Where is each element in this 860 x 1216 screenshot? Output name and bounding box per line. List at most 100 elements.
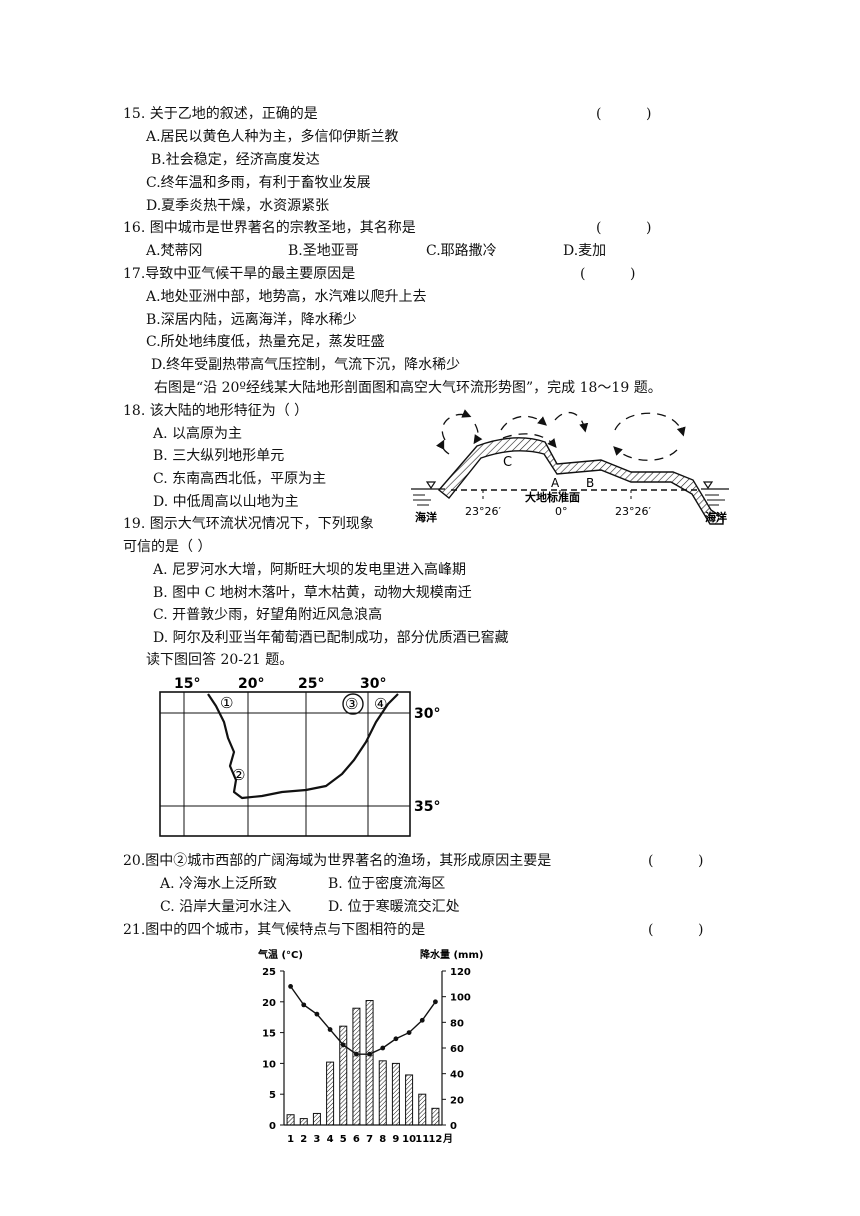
q18-option-b: B. 三大纵列地形单元 [153,448,285,464]
city-marker-3: ③ [345,695,358,713]
city-marker-2: ② [232,766,245,784]
x-tick-label: 5 [340,1134,347,1145]
intro-20-21: 读下图回答 20-21 题。 [146,652,294,668]
precip-bar [286,1114,295,1126]
profile-label-lat-left: 23°26′ [465,505,501,518]
profile-label-datum: 大地标准面 [525,490,580,504]
q17-stem: 17.导致中亚气候干旱的最主要原因是 [123,266,356,282]
q15-option-c: C.终年温和多雨，有利于畜牧业发展 [146,175,371,191]
q20-option-d: D. 位于寒暖流交汇处 [328,899,460,915]
q15-answer-paren: ( ) [596,106,652,122]
left-tick-label: 5 [269,1090,276,1101]
lon-label-25: 25° [298,676,324,692]
q18-option-d: D. 中低周高以山地为主 [153,494,299,510]
temp-point [301,1002,307,1008]
q16-option-c: C.耶路撒冷 [426,243,497,259]
temp-point [340,1042,346,1048]
precip-bar [378,1060,387,1126]
city-marker-1: ① [220,694,233,712]
precip-bar [418,1093,427,1126]
map-frame [159,691,411,837]
temp-point [367,1051,372,1057]
lat-label-35: 35° [414,799,440,815]
temp-point [314,1011,320,1017]
q18-option-a: A. 以高原为主 [153,426,243,442]
q16-option-d: D.麦加 [563,243,607,259]
q19-option-d: D. 阿尔及利亚当年葡萄酒已配制成功，部分优质酒已窖藏 [153,630,509,646]
q16-option-a: A.梵蒂冈 [146,243,203,259]
temp-point [380,1045,386,1051]
x-tick-label: 12 [428,1134,442,1145]
q19-stem-line2: 可信的是（ ） [123,539,212,555]
left-tick-label: 25 [262,967,276,978]
q19-option-a: A. 尼罗河水大增，阿斯旺大坝的发电里进入高峰期 [153,562,467,578]
x-tick-label: 1 [287,1134,294,1145]
temp-point [419,1017,425,1023]
q17-option-d: D.终年受副热带高气压控制，气流下沉，降水稀少 [151,357,461,373]
q15-stem: 15. 关于乙地的叙述，正确的是 [123,106,318,122]
left-tick-label: 10 [262,1059,276,1070]
q17-option-a: A.地处亚洲中部，地势高，水汽难以爬升上去 [146,289,427,305]
right-tick-label: 60 [450,1044,464,1055]
lon-label-30: 30° [360,676,386,692]
x-tick-label: 10 [402,1134,416,1145]
q20-option-a: A. 冷海水上泛所致 [160,876,278,892]
right-tick-label: 100 [450,993,471,1004]
precip-bar [339,1025,348,1126]
q16-stem: 16. 图中城市是世界著名的宗教圣地，其名称是 [123,220,416,236]
chart-ylabel-right: 降水量 (mm) [420,948,483,961]
temperature-line [290,985,436,1055]
profile-label-sea-left: 海洋 [415,510,437,524]
city-marker-4: ④ [374,695,387,713]
chart-ylabel-left: 气温 (°C) [257,948,303,961]
lat-label-30: 30° [414,706,440,722]
x-tick-label: 8 [379,1134,386,1145]
q17-option-b: B.深居内陆，远离海洋，降水稀少 [146,312,357,328]
q16-answer-paren: ( ) [596,220,652,236]
x-tick-label: 4 [327,1134,334,1145]
q18-stem: 18. 该大陆的地形特征为（ ） [123,403,309,419]
right-tick-label: 20 [450,1095,464,1106]
precip-bar [312,1112,321,1126]
x-tick-label: 7 [366,1134,373,1145]
q16-option-b: B.圣地亚哥 [288,243,359,259]
coastline [207,693,399,800]
profile-label-lat-right: 23°26′ [615,505,651,518]
profile-label-lat-mid: 0° [555,505,568,518]
right-tick-label: 80 [450,1018,464,1029]
left-tick-label: 15 [262,1029,276,1040]
temp-point [354,1051,359,1057]
right-tick-label: 40 [450,1070,464,1081]
lon-label-20: 20° [238,676,264,692]
x-tick-label: 2 [300,1134,307,1145]
left-tick-label: 0 [269,1121,276,1132]
x-tick-label: 3 [313,1134,320,1145]
precip-bar [431,1107,440,1126]
q15-option-a: A.居民以黄色人种为主，多信仰伊斯兰教 [146,129,399,145]
q17-option-c: C.所处地纬度低，热量充足，蒸发旺盛 [146,334,385,350]
temp-point [406,1030,412,1035]
q19-option-b: B. 图中 C 地树木落叶，草木枯黄，动物大规模南迁 [153,585,472,601]
temp-point [433,999,438,1005]
climate-chart: 气温 (°C) 降水量 (mm) 05101520250204060801001… [257,948,483,1145]
precip-bar [365,1000,374,1126]
profile-label-a: A [551,476,560,490]
x-tick-label: 11 [415,1134,429,1145]
x-tick-label: 9 [392,1134,399,1145]
q20-answer-paren: ( ) [648,853,704,869]
q15-option-b: B.社会稳定，经济高度发达 [151,152,320,168]
precip-bar [326,1061,335,1126]
q18-option-c: C. 东南高西北低，平原为主 [153,471,327,487]
q17-answer-paren: ( ) [580,266,636,282]
lon-label-15: 15° [174,676,200,692]
profile-circulation-figure: C A B 海洋 海洋 大地标准面 23°26′ 0° 23°26′ [411,409,729,525]
right-tick-label: 0 [450,1121,457,1132]
precip-bar [391,1062,400,1126]
q20-option-b: B. 位于密度流海区 [328,876,446,892]
precip-bar [352,1007,361,1126]
left-tick-label: 20 [262,998,276,1009]
precip-bar [299,1118,308,1126]
q20-option-c: C. 沿岸大量河水注入 [160,899,292,915]
q20-stem: 20.图中②城市西部的广阔海域为世界著名的渔场，其形成原因主要是 [123,853,552,869]
southern-africa-map: 15° 20° 25° 30° 30° 35° ① ② ③ ④ [159,676,440,837]
